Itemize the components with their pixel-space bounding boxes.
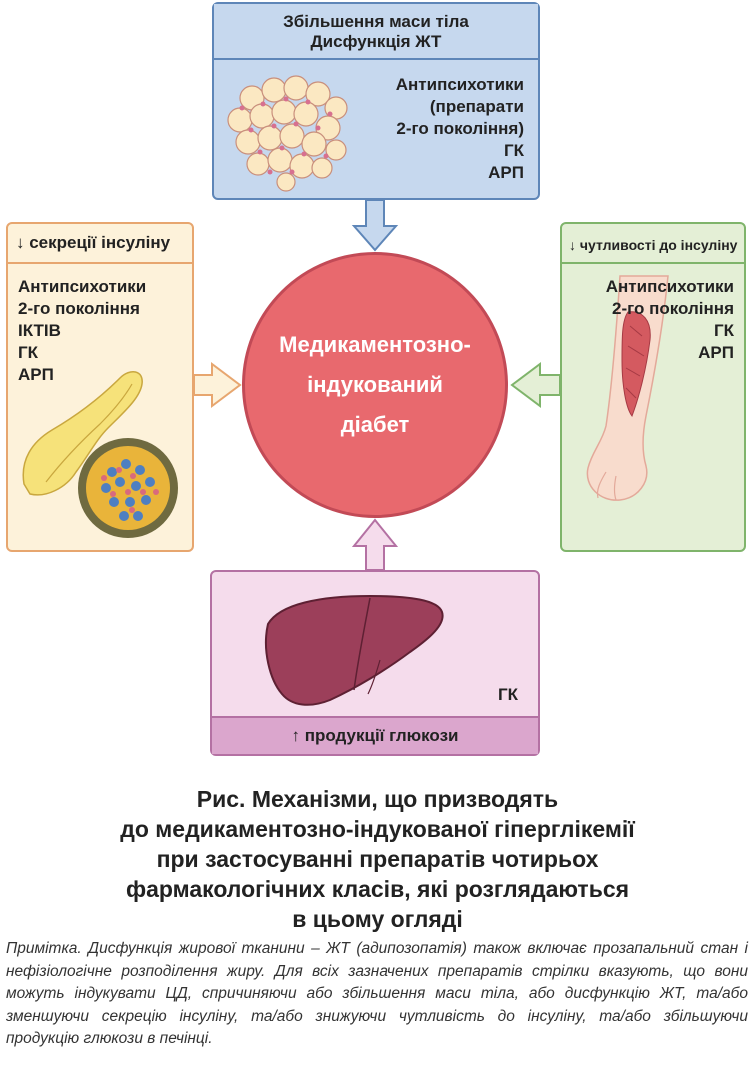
- caption-line: Рис. Механізми, що призводять: [196, 786, 559, 812]
- arm-muscle-icon: [586, 275, 669, 501]
- drug-item: ГК: [497, 685, 518, 704]
- weight-gain-header: Збільшення маси тіла Дисфункція ЖТ: [214, 4, 538, 60]
- drug-item: 2-го покоління: [18, 299, 140, 318]
- drug-item: ГК: [18, 343, 39, 362]
- drug-item: 2-го покоління): [396, 119, 524, 138]
- drug-item: ГК: [713, 321, 734, 340]
- caption-line: фармакологічних класів, які розглядаютьс…: [125, 876, 630, 902]
- drug-item: 2-го покоління: [612, 299, 734, 318]
- center-line: індукований: [307, 372, 443, 397]
- arrow-right-left: [510, 362, 561, 408]
- center-line: діабет: [340, 412, 410, 437]
- caption-line: в цьому огляді: [292, 906, 463, 932]
- insulin-sensitivity-box: ↓ чутливості до інсуліну Антипсихотики 2…: [560, 222, 746, 552]
- liver-icon: [264, 594, 444, 706]
- header-line: Збільшення маси тіла: [283, 12, 469, 31]
- insulin-sensitivity-header: ↓ чутливості до інсуліну: [562, 224, 744, 264]
- drug-item: ІКТІВ: [18, 321, 61, 340]
- figure-note: Примітка. Дисфункція жирової тканини – Ж…: [6, 940, 748, 1047]
- figure-caption: Рис. Механізми, що призводять до медикам…: [20, 784, 735, 934]
- drug-item: Антипсихотики: [18, 277, 147, 296]
- drug-item: ГК: [503, 141, 524, 160]
- caption-line: до медикаментозно-індукованої гіпергліке…: [120, 816, 635, 842]
- arrows-layer: [193, 199, 561, 571]
- caption-line: при застосуванні препаратів чотирьох: [156, 846, 599, 872]
- header-line: Дисфункція ЖТ: [310, 32, 442, 51]
- weight-gain-box: Збільшення маси тіла Дисфункція ЖТ Антип…: [212, 2, 540, 200]
- drug-induced-diabetes-circle: Медикаментозно- індукований діабет: [242, 252, 508, 518]
- glucose-production-drugs: ГК: [498, 684, 518, 706]
- drug-item: (препарати: [429, 97, 524, 116]
- insulin-secretion-drugs: Антипсихотики 2-го покоління ІКТІВ ГК АР…: [18, 276, 146, 386]
- pancreas-icon: [22, 371, 178, 538]
- drug-item: АРП: [18, 365, 54, 384]
- adipose-tissue-icon: [227, 75, 348, 192]
- glucose-production-box: ГК ↑ продукції глюкози: [210, 570, 540, 756]
- arrow-left-right: [193, 362, 242, 408]
- center-line: Медикаментозно-: [279, 332, 471, 357]
- glucose-production-footer: ↑ продукції глюкози: [212, 716, 538, 754]
- insulin-sensitivity-drugs: Антипсихотики 2-го покоління ГК АРП: [606, 276, 734, 364]
- drug-item: АРП: [698, 343, 734, 362]
- drug-item: Антипсихотики: [605, 277, 734, 296]
- arrow-bottom-up: [351, 518, 399, 571]
- arrow-top-down: [351, 199, 399, 252]
- insulin-secretion-header: ↓ секреції інсуліну: [8, 224, 192, 264]
- center-label: Медикаментозно- індукований діабет: [265, 325, 485, 445]
- drug-item: АРП: [488, 163, 524, 182]
- insulin-secretion-box: ↓ секреції інсуліну Антипсихотики 2-го п…: [6, 222, 194, 552]
- drug-item: Антипсихотики: [395, 75, 524, 94]
- weight-gain-drugs: Антипсихотики (препарати 2-го покоління)…: [396, 74, 524, 184]
